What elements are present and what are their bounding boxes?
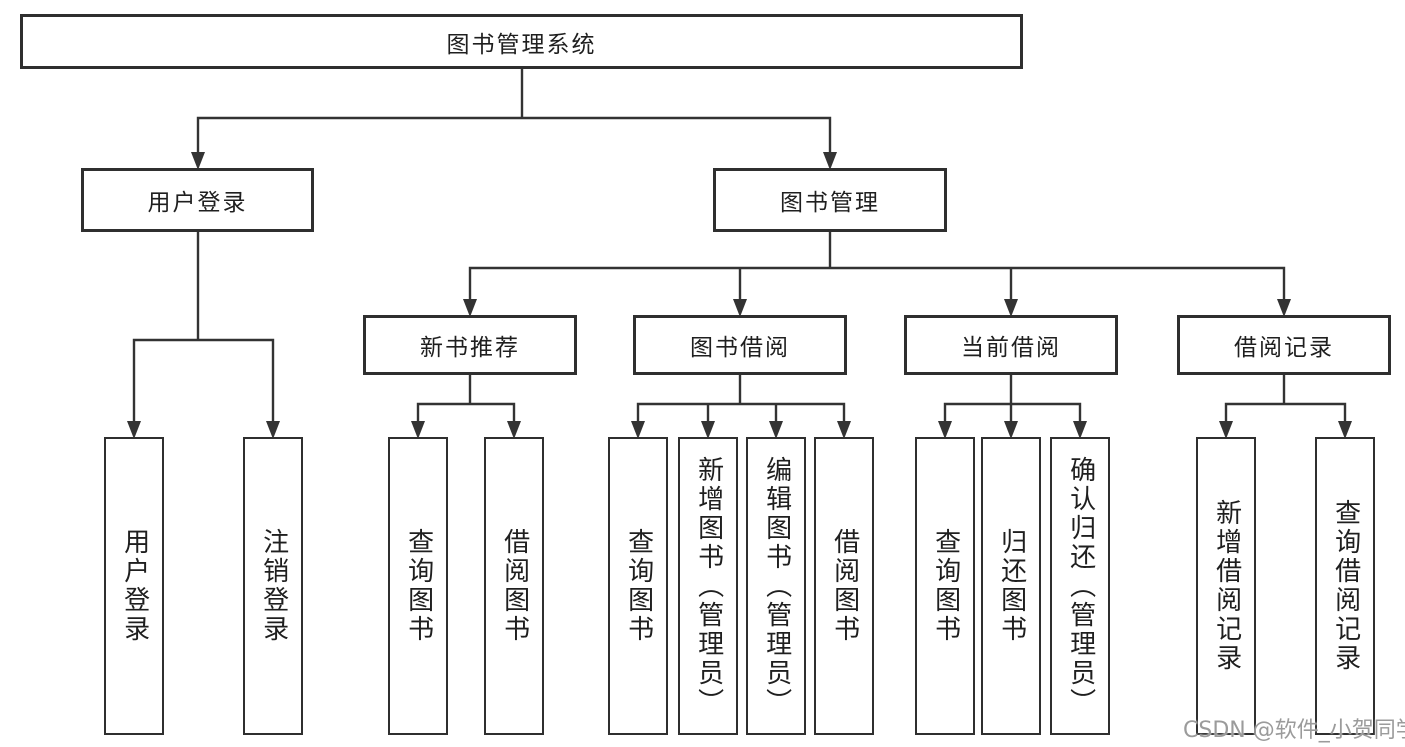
node-label: 新书推荐 <box>420 335 520 361</box>
leaf-label: 借阅图书 <box>829 528 860 644</box>
leaf-label: 查询图书 <box>930 528 961 644</box>
leaf-query-books-2: 查询图书 <box>608 437 668 735</box>
leaf-label: 用户登录 <box>119 528 150 644</box>
node-label: 图书管理系统 <box>446 31 597 58</box>
leaf-label: 确认归还（管理员） <box>1065 455 1096 717</box>
leaf-label: 查询图书 <box>623 528 654 644</box>
node-library-management-system: 图书管理系统 <box>20 14 1023 69</box>
leaf-confirm-return-admin: 确认归还（管理员） <box>1050 437 1110 735</box>
leaf-label: 新增借阅记录 <box>1211 499 1242 673</box>
leaf-label: 注销登录 <box>258 528 289 644</box>
watermark: CSDN @软件_小贺同学 <box>1183 718 1405 743</box>
leaf-label: 查询图书 <box>403 528 434 644</box>
leaf-label: 查询借阅记录 <box>1330 499 1361 673</box>
arrowhead-icons <box>127 152 1352 439</box>
node-label: 当前借阅 <box>961 335 1061 361</box>
node-label: 图书借阅 <box>690 335 790 361</box>
leaf-label: 新增图书（管理员） <box>693 455 724 717</box>
node-user-login: 用户登录 <box>81 168 314 232</box>
node-borrow-records: 借阅记录 <box>1177 315 1391 375</box>
leaf-user-login: 用户登录 <box>104 437 164 735</box>
node-book-management: 图书管理 <box>713 168 947 232</box>
leaf-add-book-admin: 新增图书（管理员） <box>678 437 738 735</box>
node-new-book-recommend: 新书推荐 <box>363 315 577 375</box>
leaf-label: 借阅图书 <box>499 528 530 644</box>
node-book-borrow: 图书借阅 <box>633 315 847 375</box>
leaf-query-books-1: 查询图书 <box>388 437 448 735</box>
node-label: 用户登录 <box>147 190 248 216</box>
leaf-borrow-books-1: 借阅图书 <box>484 437 544 735</box>
leaf-query-books-3: 查询图书 <box>915 437 975 735</box>
leaf-label: 归还图书 <box>996 528 1027 644</box>
leaf-add-borrow-record: 新增借阅记录 <box>1196 437 1256 735</box>
node-current-borrow: 当前借阅 <box>904 315 1118 375</box>
leaf-query-borrow-record: 查询借阅记录 <box>1315 437 1375 735</box>
leaf-edit-book-admin: 编辑图书（管理员） <box>746 437 806 735</box>
node-label: 图书管理 <box>780 190 880 216</box>
leaf-return-book: 归还图书 <box>981 437 1041 735</box>
node-label: 借阅记录 <box>1234 335 1334 361</box>
leaf-logout: 注销登录 <box>243 437 303 735</box>
leaf-borrow-books-2: 借阅图书 <box>814 437 874 735</box>
leaf-label: 编辑图书（管理员） <box>761 455 792 717</box>
